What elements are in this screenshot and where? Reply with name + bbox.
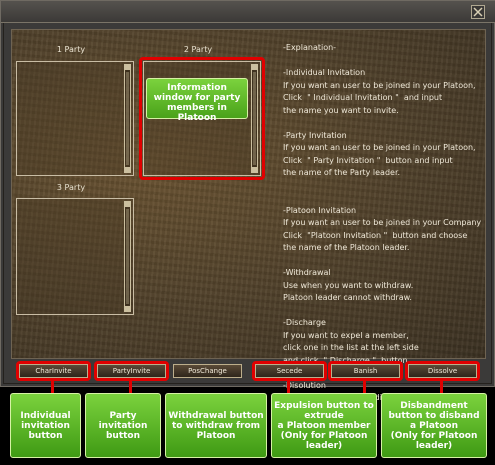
title-bar: [1, 1, 495, 23]
annotation-disband: Disbandment button to disband a Platoon …: [381, 393, 487, 458]
dissolve-highlight: [405, 361, 480, 381]
party2-highlight: [139, 57, 265, 180]
annotation-withdrawal: Withdrawal button to withdraw from Plato…: [165, 393, 267, 458]
annotation-party: Party invitation button: [85, 393, 161, 458]
party1-title: 1 Party: [56, 45, 86, 54]
party-invite-highlight: [94, 361, 169, 381]
content-area: [11, 29, 486, 359]
party3-list[interactable]: [16, 198, 134, 315]
explanation-text: -Explanation- -Individual Invitation If …: [283, 43, 482, 402]
party3-title: 3 Party: [56, 183, 86, 192]
party-invite-button[interactable]: PartyInvite: [97, 364, 166, 378]
pos-change-button[interactable]: PosChange: [173, 364, 242, 378]
info-window-callout: Information window for party members in …: [146, 78, 248, 123]
party2-title: 2 Party: [183, 45, 213, 54]
connector-line: [440, 380, 443, 394]
char-invite-highlight: [16, 361, 91, 381]
platoon-window: 1 Party 2 Party Information window for p…: [0, 0, 495, 402]
close-button[interactable]: [471, 5, 485, 19]
connector-line: [129, 380, 132, 394]
party1-list[interactable]: [16, 61, 134, 176]
secede-highlight: [252, 361, 327, 381]
party1-scrollbar[interactable]: [124, 64, 131, 173]
party3-scrollbar[interactable]: [124, 201, 131, 312]
char-invite-button[interactable]: CharInvite: [19, 364, 88, 378]
secede-button[interactable]: Secede: [255, 364, 324, 378]
discharge-highlight: [328, 361, 403, 381]
close-icon: [473, 7, 483, 17]
discharge-button[interactable]: Banish: [331, 364, 400, 378]
party2-scrollbar[interactable]: [251, 64, 258, 173]
dissolve-button[interactable]: Dissolve: [408, 364, 477, 378]
annotation-expulsion: Expulsion button to extrude a Platoon me…: [271, 393, 377, 458]
connector-line: [363, 380, 366, 394]
connector-line: [287, 380, 290, 394]
connector-line: [51, 380, 54, 394]
annotation-individual: Individual invitation button: [10, 393, 81, 458]
